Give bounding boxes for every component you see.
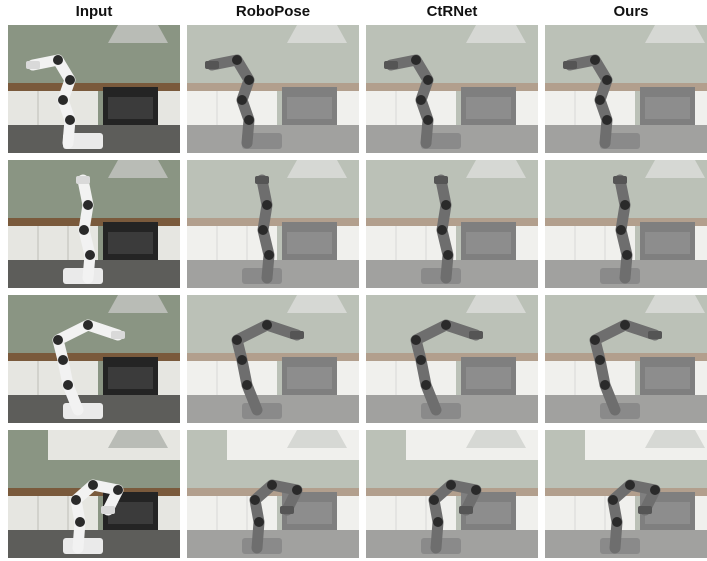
image-ctrnet-row-2 — [366, 160, 538, 288]
image-robopose-row-3 — [187, 295, 359, 423]
robot-arm-arm-reaching-up-left — [563, 54, 640, 149]
scene-kitchen-white-cabinets — [187, 430, 359, 558]
robot-arm-arm-folded-center — [600, 479, 661, 554]
robot-arm-arm-vertical-gripper-top — [242, 174, 282, 284]
robot-arm-arm-folded-center — [421, 479, 482, 554]
robot-arm-arm-folded-center — [242, 479, 303, 554]
image-robopose-row-2 — [187, 160, 359, 288]
robot-arm-arm-bent-forward — [231, 319, 304, 419]
image-ours-row-4 — [545, 430, 707, 558]
column-header-ours: Ours — [613, 3, 649, 20]
column-header-input: Input — [75, 3, 113, 20]
image-robopose-row-4 — [187, 430, 359, 558]
robot-arm-arm-bent-forward — [52, 319, 125, 419]
robot-arm-arm-bent-forward — [410, 319, 483, 419]
robot-arm-arm-vertical-gripper-top — [600, 174, 640, 284]
robot-arm-arm-folded-center — [63, 479, 124, 554]
image-ours-row-1 — [545, 25, 707, 153]
image-ours-row-2 — [545, 160, 707, 288]
image-input-row-4 — [8, 430, 180, 558]
robot-arm-arm-reaching-up-left — [26, 54, 103, 149]
robot-arm-arm-vertical-gripper-top — [63, 174, 103, 284]
image-ctrnet-row-1 — [366, 25, 538, 153]
scene-kitchen-gray-cabinets — [366, 295, 538, 423]
scene-kitchen-dark-oven — [366, 25, 538, 153]
robot-arm-arm-bent-forward — [589, 319, 662, 419]
robot-arm-arm-reaching-up-left — [384, 54, 461, 149]
image-ctrnet-row-4 — [366, 430, 538, 558]
image-input-row-2 — [8, 160, 180, 288]
robot-arm-arm-reaching-up-left — [205, 54, 282, 149]
scene-kitchen-gray-cabinets — [8, 295, 180, 423]
image-robopose-row-1 — [187, 25, 359, 153]
image-input-row-1 — [8, 25, 180, 153]
image-ours-row-3 — [545, 295, 707, 423]
column-header-ctrnet: CtRNet — [426, 3, 478, 20]
robot-arm-arm-vertical-gripper-top — [421, 174, 461, 284]
image-input-row-3 — [8, 295, 180, 423]
scene-kitchen-dark-oven — [8, 25, 180, 153]
column-header-robopose: RoboPose — [235, 3, 311, 20]
image-ctrnet-row-3 — [366, 295, 538, 423]
scene-kitchen-dark-oven — [187, 25, 359, 153]
